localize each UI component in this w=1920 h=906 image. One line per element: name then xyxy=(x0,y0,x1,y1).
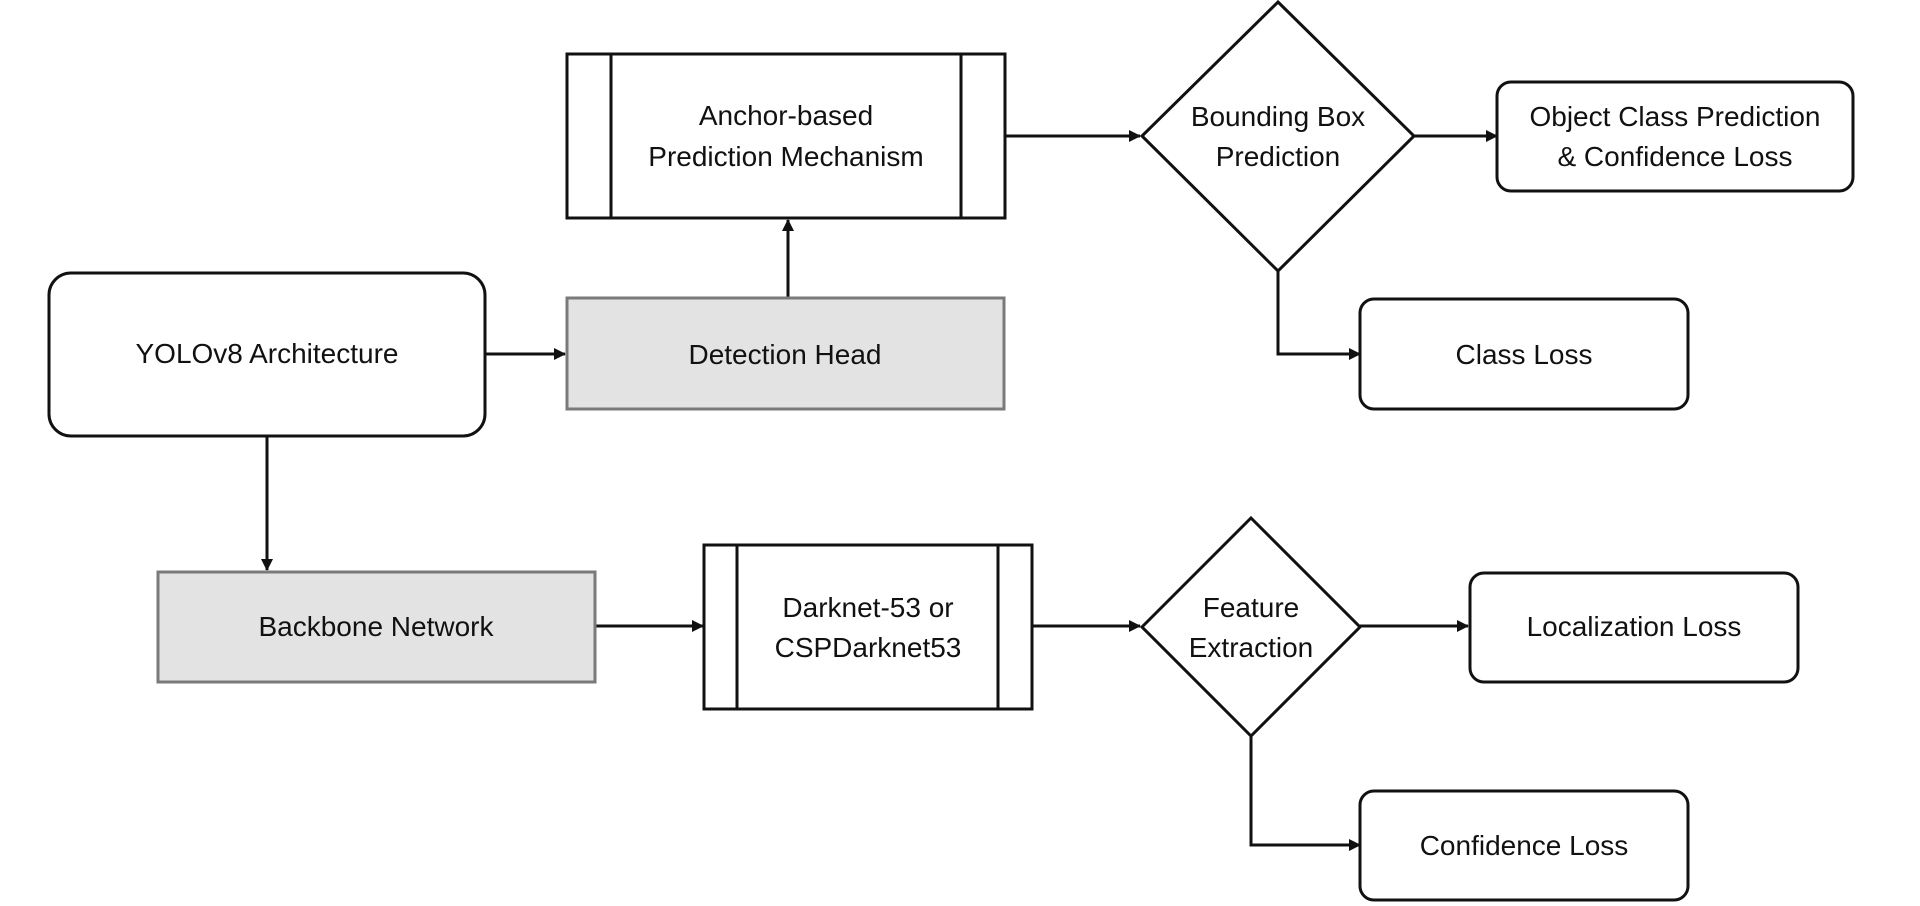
node-object-class-prediction: Object Class Prediction & Confidence Los… xyxy=(1495,80,1855,193)
node-object-class-prediction-label-line2: & Confidence Loss xyxy=(1557,141,1792,172)
node-darknet-label: Darknet-53 or xyxy=(782,592,953,623)
node-anchor-based-prediction-box xyxy=(565,52,1007,220)
node-object-class-prediction-label: Object Class Prediction xyxy=(1529,101,1820,132)
node-feature-extraction: Feature Extraction xyxy=(1139,515,1363,739)
node-darknet-label-line2: CSPDarknet53 xyxy=(775,632,962,663)
node-localization-loss-label: Localization Loss xyxy=(1527,611,1742,642)
node-yolov8-architecture-label: YOLOv8 Architecture xyxy=(135,338,398,369)
node-localization-loss: Localization Loss xyxy=(1468,571,1800,684)
node-backbone-network-label: Backbone Network xyxy=(258,611,494,642)
node-feature-extraction-diamond xyxy=(1139,515,1363,739)
node-object-class-prediction-box xyxy=(1495,80,1855,193)
node-detection-head: Detection Head xyxy=(565,296,1006,411)
node-darknet-box xyxy=(702,543,1034,711)
node-class-loss: Class Loss xyxy=(1358,297,1690,411)
node-confidence-loss-box xyxy=(1358,789,1690,902)
node-bounding-box-prediction-label: Bounding Box xyxy=(1191,101,1365,132)
node-anchor-based-prediction: Anchor-based Prediction Mechanism xyxy=(565,52,1007,220)
edge-bbox-to-class-loss xyxy=(1276,271,1361,360)
node-anchor-based-prediction-label: Anchor-based xyxy=(699,100,873,131)
node-bounding-box-prediction-diamond xyxy=(1139,0,1417,274)
node-darknet: Darknet-53 or CSPDarknet53 xyxy=(702,543,1034,711)
node-feature-extraction-label: Feature xyxy=(1203,592,1300,623)
edges xyxy=(261,130,1498,851)
node-detection-head-label: Detection Head xyxy=(688,339,881,370)
node-confidence-loss-label: Confidence Loss xyxy=(1420,830,1629,861)
node-class-loss-box xyxy=(1358,297,1690,411)
node-yolov8-architecture: YOLOv8 Architecture xyxy=(47,271,487,438)
node-yolov8-architecture-box xyxy=(47,271,487,438)
node-localization-loss-box xyxy=(1468,571,1800,684)
edge-feature-to-confidence-loss xyxy=(1249,736,1361,851)
node-class-loss-label: Class Loss xyxy=(1456,339,1593,370)
node-bounding-box-prediction-label-line2: Prediction xyxy=(1216,141,1341,172)
node-detection-head-box xyxy=(565,296,1006,411)
node-bounding-box-prediction: Bounding Box Prediction xyxy=(1139,0,1417,274)
node-anchor-based-prediction-label-line2: Prediction Mechanism xyxy=(648,141,923,172)
node-feature-extraction-label-line2: Extraction xyxy=(1189,632,1314,663)
node-backbone-network: Backbone Network xyxy=(156,570,597,684)
node-confidence-loss: Confidence Loss xyxy=(1358,789,1690,902)
node-backbone-network-box xyxy=(156,570,597,684)
